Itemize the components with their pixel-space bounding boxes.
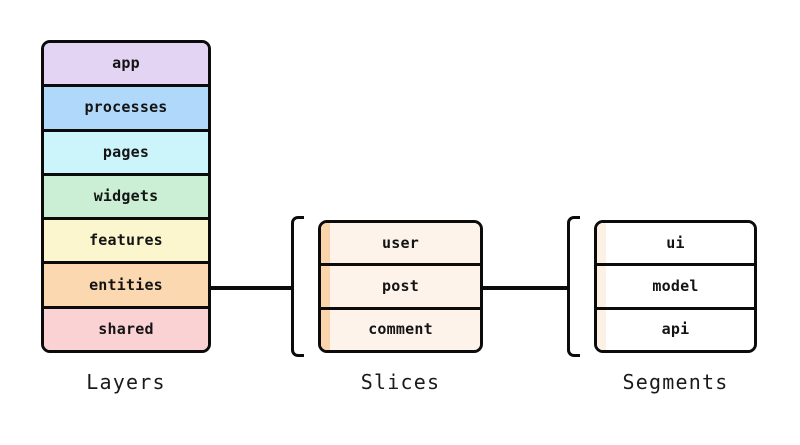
layer-row-processes[interactable]: processes [44, 87, 208, 132]
segment-row-api[interactable]: api [597, 309, 754, 350]
layer-label-features: features [89, 231, 163, 250]
layer-label-entities: entities [89, 275, 163, 294]
layer-label-app: app [112, 54, 140, 73]
slice-stripe-user [321, 223, 330, 264]
layer-row-features[interactable]: features [44, 220, 208, 265]
segment-row-model[interactable]: model [597, 266, 754, 310]
layer-row-shared[interactable]: shared [44, 308, 208, 350]
segment-stripe-model [597, 266, 606, 307]
slice-stripe-comment [321, 309, 330, 350]
caption-segments: Segments [622, 370, 729, 394]
layer-label-widgets: widgets [93, 186, 159, 205]
slice-label-comment: comment [368, 320, 433, 339]
connector-slices-to-segments [482, 286, 569, 290]
slice-label-user: user [382, 233, 419, 252]
segment-row-ui[interactable]: ui [597, 223, 754, 267]
brace-segments-icon [567, 216, 580, 357]
layer-label-processes: processes [84, 98, 168, 117]
layer-label-pages: pages [102, 142, 150, 161]
connector-layers-to-slices [209, 286, 293, 290]
segment-label-ui: ui [666, 233, 685, 252]
slice-row-user[interactable]: user [321, 223, 480, 267]
slices-stack: user post comment [318, 220, 483, 353]
slice-stripe-post [321, 266, 330, 307]
caption-layers: Layers [86, 370, 166, 394]
segment-label-api: api [661, 320, 690, 339]
layer-row-app[interactable]: app [44, 43, 208, 88]
segment-label-model: model [652, 276, 699, 295]
layer-row-widgets[interactable]: widgets [44, 175, 208, 221]
layer-row-pages[interactable]: pages [44, 131, 208, 176]
segments-stack: ui model api [594, 220, 757, 353]
slice-row-comment[interactable]: comment [321, 309, 480, 350]
segment-stripe-api [597, 309, 606, 350]
brace-slices-icon [291, 216, 304, 357]
segment-stripe-ui [597, 223, 606, 264]
slice-row-post[interactable]: post [321, 266, 480, 310]
layer-row-entities[interactable]: entities [44, 264, 208, 309]
layer-label-shared: shared [98, 319, 154, 338]
slice-label-post: post [382, 276, 419, 295]
caption-slices: Slices [360, 370, 441, 394]
layers-stack: app processes pages widgets features ent… [41, 40, 211, 353]
